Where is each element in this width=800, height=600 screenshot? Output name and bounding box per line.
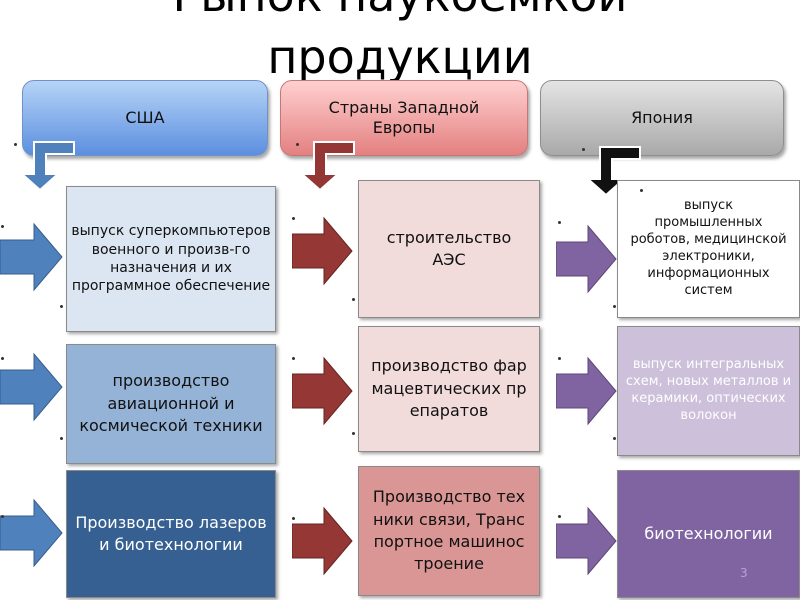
usa-item-1: выпуск суперкомпьютеров военного и произ… <box>66 186 276 332</box>
europe-item-3: Производство техники связи, Транспортное… <box>358 466 540 596</box>
bullet-dot <box>14 143 17 146</box>
bullet-dot <box>352 432 355 435</box>
usa-item-2: производство авиационной и космической т… <box>66 344 276 464</box>
header-usa-label: США <box>125 108 165 127</box>
japan-item-3: биотехнологии <box>617 470 800 598</box>
usa-item-3: Производство лазеров и биотехнологии <box>66 470 276 598</box>
arrow-usa-row-3 <box>0 498 63 568</box>
bullet-dot <box>60 305 63 308</box>
bullet-dot <box>292 357 295 360</box>
japan-item-1: выпуск промышленных роботов, медицинской… <box>617 180 800 318</box>
bullet-dot <box>1 225 4 228</box>
usa-item-2-text: производство авиационной и космической т… <box>79 371 263 436</box>
arrow-europe-row-3 <box>292 506 353 576</box>
japan-item-2-text: выпуск интегральных схем, новых металлов… <box>625 357 792 423</box>
arrow-usa-row-2 <box>0 352 63 422</box>
header-western-europe-label: Страны Западной Европы <box>328 98 480 137</box>
connector-arrow-usa <box>19 141 75 192</box>
arrow-japan-row-2 <box>556 356 617 426</box>
bullet-dot <box>640 189 643 192</box>
arrow-europe-row-2 <box>292 356 353 426</box>
arrow-europe-row-1 <box>292 216 353 286</box>
bullet-dot <box>613 437 616 440</box>
bullet-dot <box>352 298 355 301</box>
connector-arrow-europe <box>299 141 355 192</box>
page-title-line-2: продукции <box>267 30 533 84</box>
bullet-dot <box>1 515 4 518</box>
bullet-dot <box>292 217 295 220</box>
arrow-japan-row-1 <box>556 224 617 294</box>
usa-item-3-text: Производство лазеров и биотехнологии <box>75 512 267 554</box>
bullet-dot <box>613 305 616 308</box>
header-japan-label: Япония <box>631 108 693 127</box>
connector-arrow-japan <box>585 146 641 197</box>
page-number: 3 <box>740 566 748 580</box>
bullet-dot <box>558 221 561 224</box>
europe-item-2-text: производство фармацевтических препаратов <box>371 356 527 421</box>
europe-item-1: строительство АЭС <box>358 180 540 318</box>
header-western-europe: Страны Западной Европы <box>280 80 528 156</box>
header-japan: Япония <box>540 80 784 156</box>
usa-item-1-text: выпуск суперкомпьютеров военного и произ… <box>71 223 271 295</box>
bullet-dot <box>60 437 63 440</box>
bullet-dot <box>558 515 561 518</box>
bullet-dot <box>582 148 585 151</box>
bullet-dot <box>292 517 295 520</box>
japan-item-3-text: биотехнологии <box>644 523 773 543</box>
europe-item-1-text: строительство АЭС <box>386 227 512 269</box>
bullet-dot <box>296 143 299 146</box>
europe-item-3-text: Производство техники связи, Транспортное… <box>372 487 526 574</box>
page-title-line-1: Рынок наукоемкой <box>0 0 800 21</box>
bullet-dot <box>558 357 561 360</box>
japan-item-2: выпуск интегральных схем, новых металлов… <box>617 326 800 456</box>
europe-item-2: производство фармацевтических препаратов <box>358 326 540 452</box>
bullet-dot <box>1 357 4 360</box>
arrow-usa-row-1 <box>0 222 63 292</box>
japan-item-1-text: выпуск промышленных роботов, медицинской… <box>630 198 787 298</box>
arrow-japan-row-3 <box>556 506 617 576</box>
